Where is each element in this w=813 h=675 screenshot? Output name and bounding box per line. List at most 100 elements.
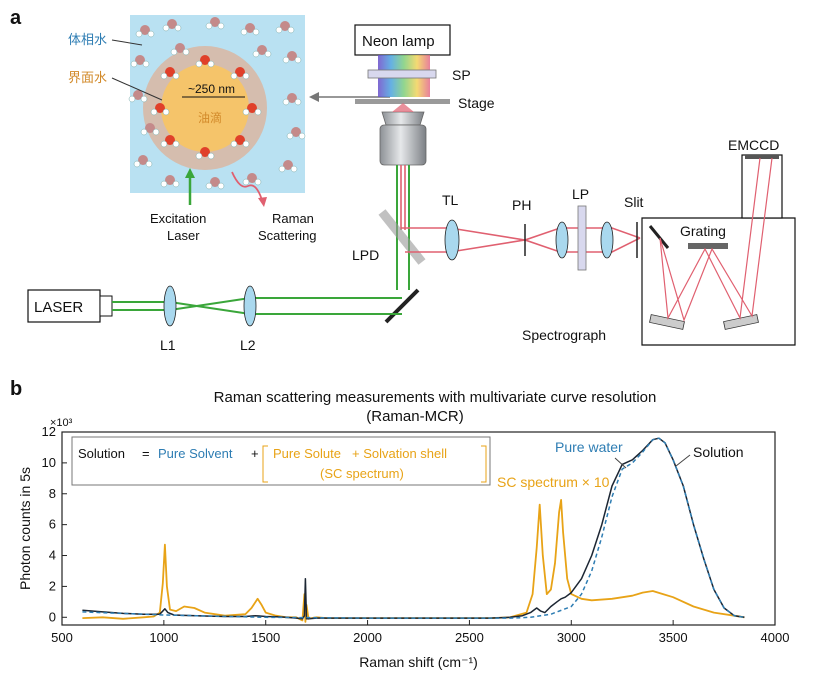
hydrogen-atom: [294, 98, 302, 106]
laser-box-label: LASER: [34, 299, 83, 316]
series-line-solution: [82, 437, 745, 620]
annot-solution-pointer: [675, 454, 691, 467]
red-beam-upper: [401, 227, 641, 241]
neon-lamp-label: Neon lamp: [362, 33, 435, 50]
panel-a-label: a: [10, 7, 22, 29]
lpd-label: LPD: [352, 247, 379, 263]
hydrogen-atom: [128, 95, 136, 103]
hydrogen-atom: [252, 28, 260, 36]
hydrogen-atom: [195, 60, 203, 68]
chart-title: Raman scattering measurements with multi…: [214, 389, 657, 406]
hydrogen-atom: [205, 22, 213, 30]
water-molecule: [280, 21, 290, 31]
grating-label: Grating: [680, 223, 726, 239]
x-tick-label: 2500: [455, 630, 484, 645]
hydrogen-atom: [217, 22, 225, 30]
spectro-ray-1: [659, 157, 761, 321]
water-molecule: [200, 147, 210, 157]
hydrogen-atom: [160, 140, 168, 148]
x-tick-label: 3000: [557, 630, 586, 645]
laser-label: Laser: [167, 228, 200, 243]
excitation-label: Excitation: [150, 211, 206, 226]
annot-sc-x10: SC spectrum × 10: [497, 474, 610, 490]
grating-element: [688, 243, 728, 249]
hydrogen-atom: [240, 28, 248, 36]
water-molecule: [140, 25, 150, 35]
y-tick-label: 10: [42, 455, 56, 470]
hydrogen-atom: [282, 56, 290, 64]
laser-box: [27, 289, 101, 323]
hydrogen-atom: [287, 26, 295, 34]
interface-water-label: 界面水: [68, 70, 107, 85]
x-tick-label: 500: [51, 630, 73, 645]
sp-label: SP: [452, 67, 471, 83]
stage-plate: [355, 99, 450, 104]
hydrogen-atom: [275, 26, 283, 34]
hydrogen-atom: [130, 60, 138, 68]
eq-plus: +: [251, 446, 259, 461]
hydrogen-atom: [147, 30, 155, 38]
hydrogen-atom: [278, 165, 286, 173]
eq-solution: Solution: [78, 446, 125, 461]
hydrogen-atom: [298, 132, 306, 140]
hydrogen-atom: [254, 178, 262, 186]
spectrograph-label: Spectrograph: [522, 327, 606, 343]
raman-label: Raman: [272, 211, 314, 226]
annot-solution: Solution: [693, 444, 744, 460]
hydrogen-atom: [140, 95, 148, 103]
focusing-lens: [600, 221, 614, 259]
laser-aperture: [99, 295, 113, 317]
y-tick-label: 12: [42, 424, 56, 439]
lp-label: LP: [572, 186, 589, 202]
water-molecule: [165, 67, 175, 77]
y-tick-label: 4: [49, 548, 56, 563]
annot-pure-water: Pure water: [555, 439, 623, 455]
bulk-water-pointer: [111, 39, 143, 46]
eq-bracket-left: [262, 445, 268, 483]
emccd-label: EMCCD: [728, 137, 779, 153]
series-line-pure-water: [82, 437, 745, 619]
water-molecule: [165, 175, 175, 185]
water-molecule: [155, 103, 165, 113]
hydrogen-atom: [207, 60, 215, 68]
y-multiplier: ×10³: [50, 417, 73, 429]
hydrogen-atom: [205, 182, 213, 190]
eq-pure-solvent: Pure Solvent: [158, 446, 233, 461]
water-molecule: [287, 51, 297, 61]
entrance-mirror: [648, 225, 670, 249]
green-beam-2: [112, 297, 402, 311]
objective-body: [379, 124, 427, 166]
bulk-water-label: 体相水: [68, 32, 107, 47]
interface-water-pointer: [111, 77, 163, 101]
hydrogen-atom: [286, 132, 294, 140]
eq-sc-spectrum: (SC spectrum): [320, 466, 404, 481]
hydrogen-atom: [172, 140, 180, 148]
water-molecule: [145, 123, 155, 133]
hydrogen-atom: [282, 98, 290, 106]
l1-label: L1: [160, 337, 176, 353]
water-molecule: [257, 45, 267, 55]
l2-label: L2: [240, 337, 256, 353]
eq-bracket-right: [481, 445, 487, 483]
lpd-mirror: [378, 209, 426, 265]
eq-pure-solute: Pure Solute: [273, 446, 341, 461]
hydrogen-atom: [230, 72, 238, 80]
equation-box: [71, 436, 491, 486]
water-molecule: [133, 90, 143, 100]
hydrogen-atom: [182, 48, 190, 56]
x-tick-label: 1500: [251, 630, 280, 645]
water-molecule: [175, 43, 185, 53]
hydrogen-atom: [242, 72, 250, 80]
hydrogen-atom: [160, 180, 168, 188]
inset-droplet: ~250 nm 油滴: [128, 15, 306, 193]
water-molecule: [167, 19, 177, 29]
hydrogen-atom: [160, 72, 168, 80]
tube-lens: [444, 219, 460, 261]
size-label: ~250 nm: [188, 82, 235, 96]
emccd-box: [741, 154, 783, 219]
hydrogen-atom: [162, 108, 170, 116]
water-molecule: [210, 177, 220, 187]
